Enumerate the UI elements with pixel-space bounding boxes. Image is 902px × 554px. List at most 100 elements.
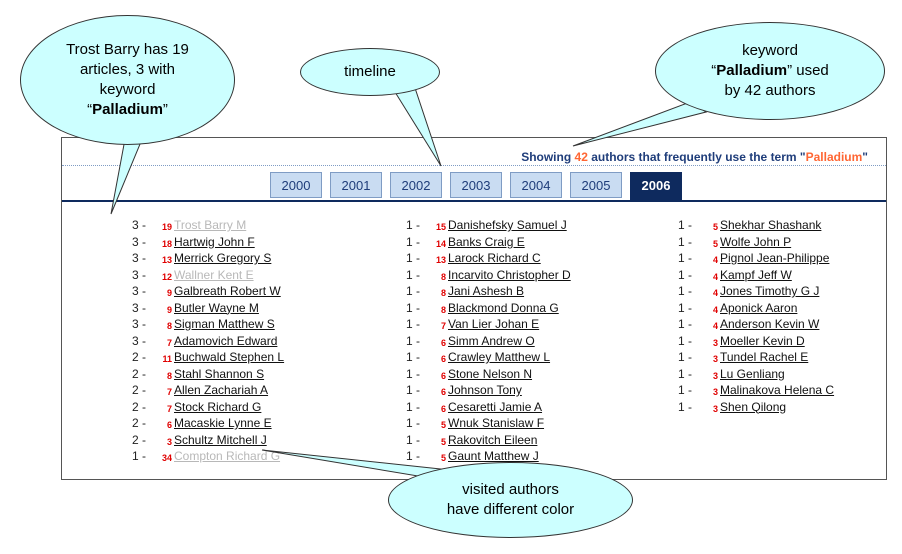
author-link[interactable]: Simm Andrew O [448, 333, 535, 348]
article-count: 7 [166, 337, 172, 348]
tab-2003[interactable]: 2003 [450, 172, 502, 198]
article-count: 5 [440, 420, 446, 430]
article-count: 5 [712, 238, 718, 249]
keyword-count: 1 - [405, 267, 420, 282]
author-link[interactable]: Gaunt Matthew J [448, 449, 539, 463]
article-count: 8 [440, 304, 446, 315]
article-count: 3 [712, 354, 718, 364]
keyword-count: 1 - [677, 284, 692, 298]
author-link[interactable]: Stock Richard G [174, 399, 262, 414]
keyword-count: 1 - [677, 267, 692, 282]
article-count: 8 [166, 370, 172, 381]
author-link[interactable]: Johnson Tony [448, 383, 522, 397]
keyword-count: 1 - [677, 251, 692, 265]
article-count: 4 [712, 271, 718, 282]
author-link[interactable]: Wolfe John P [720, 234, 792, 249]
results-summary: Showing 42 authors that frequently use t… [521, 150, 868, 164]
author-count: 42 [574, 150, 588, 164]
author-link[interactable]: Wallner Kent E [174, 267, 254, 282]
author-link[interactable]: Stone Nelson N [448, 366, 533, 381]
author-link[interactable]: Wnuk Stanislaw F [448, 416, 545, 430]
article-count: 7 [166, 403, 172, 414]
author-link[interactable]: Larock Richard C [448, 251, 541, 265]
keyword-count: 1 - [677, 218, 692, 232]
author-link[interactable]: Malinakova Helena C [720, 383, 835, 397]
author-link[interactable]: Anderson Kevin W [720, 317, 820, 331]
keyword-callout-tail [572, 101, 708, 147]
keyword-count: 2 - [131, 416, 146, 430]
author-link[interactable]: Allen Zachariah A [174, 383, 269, 397]
author-link[interactable]: Incarvito Christopher D [448, 267, 571, 282]
author-link[interactable]: Butler Wayne M [174, 300, 259, 315]
article-count: 4 [712, 288, 718, 298]
article-count: 3 [712, 370, 718, 381]
author-link[interactable]: Stahl Shannon S [174, 366, 265, 381]
keyword-count: 1 - [405, 432, 420, 447]
article-count: 3 [712, 403, 718, 414]
author-link[interactable]: Moeller Kevin D [720, 333, 805, 348]
author-link[interactable]: Kampf Jeff W [720, 267, 792, 282]
author-link[interactable]: Hartwig John F [174, 234, 255, 249]
article-count: 13 [161, 255, 172, 265]
author-link[interactable]: Shekhar Shashank [720, 218, 822, 232]
keyword-count: 1 - [677, 366, 692, 381]
author-link[interactable]: Trost Barry M [174, 218, 247, 232]
author-link[interactable]: Rakovitch Eileen [448, 432, 538, 447]
tab-2004[interactable]: 2004 [510, 172, 562, 198]
article-count: 3 [712, 337, 718, 348]
article-count: 6 [440, 387, 446, 397]
keyword-count: 1 - [677, 383, 692, 397]
article-count: 8 [440, 271, 446, 282]
author-link[interactable]: Buchwald Stephen L [174, 350, 285, 364]
article-count: 7 [166, 387, 172, 397]
article-count: 19 [161, 222, 172, 232]
keyword-count: 2 - [131, 383, 146, 397]
keyword-count: 2 - [131, 350, 146, 364]
author-link[interactable]: Crawley Matthew L [448, 350, 551, 364]
tab-2002[interactable]: 2002 [390, 172, 442, 198]
author-link[interactable]: Van Lier Johan E [448, 317, 540, 331]
author-link[interactable]: Pignol Jean-Philippe [720, 251, 830, 265]
author-link[interactable]: Sigman Matthew S [174, 317, 275, 331]
keyword-count: 1 - [405, 350, 420, 364]
article-count: 4 [712, 304, 718, 315]
author-link[interactable]: Adamovich Edward [174, 333, 278, 348]
tab-2006[interactable]: 2006 [630, 172, 682, 200]
author-link[interactable]: Tundel Rachel E [720, 350, 809, 364]
author-link[interactable]: Jani Ashesh B [448, 284, 525, 298]
author-link[interactable]: Galbreath Robert W [174, 284, 281, 298]
keyword-count: 1 - [405, 416, 420, 430]
article-count: 6 [440, 354, 446, 364]
tab-2005[interactable]: 2005 [570, 172, 622, 198]
article-count: 6 [166, 420, 172, 430]
keyword-count: 1 - [677, 234, 692, 249]
author-results-panel: Showing 42 authors that frequently use t… [61, 137, 887, 480]
author-link[interactable]: Aponick Aaron [720, 300, 798, 315]
tab-2001[interactable]: 2001 [330, 172, 382, 198]
trost-barry-callout: Trost Barry has 19 articles, 3 with keyw… [20, 15, 235, 145]
keyword-count: 1 - [405, 317, 420, 331]
author-link[interactable]: Blackmond Donna G [448, 300, 559, 315]
article-count: 12 [161, 271, 172, 282]
keyword-count: 3 - [131, 234, 146, 249]
author-link[interactable]: Danishefsky Samuel J [448, 218, 567, 232]
tab-2000[interactable]: 2000 [270, 172, 322, 198]
article-count: 6 [440, 403, 446, 414]
article-count: 6 [440, 370, 446, 381]
keyword-count: 1 - [405, 300, 420, 315]
keyword-count: 3 - [131, 267, 146, 282]
author-link[interactable]: Merrick Gregory S [174, 251, 272, 265]
author-link[interactable]: Lu Genliang [720, 366, 785, 381]
author-link[interactable]: Compton Richard G [174, 449, 281, 463]
author-link[interactable]: Schultz Mitchell J [174, 432, 267, 447]
keyword-count: 3 - [131, 333, 146, 348]
author-link[interactable]: Cesaretti Jamie A [448, 399, 543, 414]
keyword-count: 1 - [677, 317, 692, 331]
author-link[interactable]: Shen Qilong [720, 399, 787, 414]
author-link[interactable]: Macaskie Lynne E [174, 416, 272, 430]
author-link[interactable]: Jones Timothy G J [720, 284, 820, 298]
article-count: 7 [440, 321, 446, 331]
article-count: 6 [440, 337, 446, 348]
author-link[interactable]: Banks Craig E [448, 234, 525, 249]
keyword-count: 1 - [131, 449, 146, 463]
